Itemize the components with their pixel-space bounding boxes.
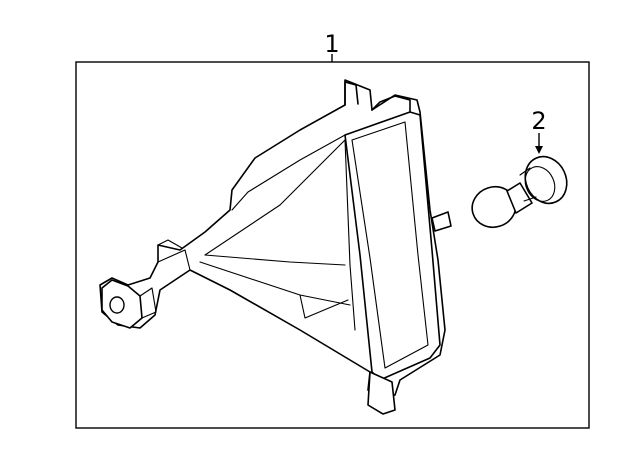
bulb-part xyxy=(471,155,568,228)
bulb-socket-ring xyxy=(524,166,556,202)
callout-1-label: 1 xyxy=(324,30,339,58)
mounting-arm-edge xyxy=(157,249,191,271)
bulb-neck xyxy=(506,182,533,214)
housing-top-tab-right xyxy=(371,95,411,113)
lens-face xyxy=(344,111,441,381)
housing-rib-vertical xyxy=(344,139,356,331)
assembly-frame xyxy=(75,61,590,429)
callout-2-label: 2 xyxy=(531,107,546,135)
housing-top-tab-left xyxy=(344,81,359,106)
mounting-hole xyxy=(109,296,125,314)
side-socket-peg xyxy=(431,211,452,232)
bottom-connector-tab xyxy=(367,371,396,415)
callout-2-arrowhead xyxy=(535,146,543,154)
housing-rib-diagonal xyxy=(204,139,346,256)
lens-inner-edge xyxy=(351,121,429,369)
housing-rib-lower xyxy=(204,254,346,266)
mounting-bracket-rib xyxy=(139,287,157,319)
housing-rib-panel xyxy=(299,294,349,319)
mounting-arm-top xyxy=(157,239,183,249)
bulb-socket-collar xyxy=(519,167,537,202)
lamp-housing-part xyxy=(99,79,452,415)
housing-rib-upper xyxy=(231,134,346,211)
bulb-socket xyxy=(524,155,568,205)
